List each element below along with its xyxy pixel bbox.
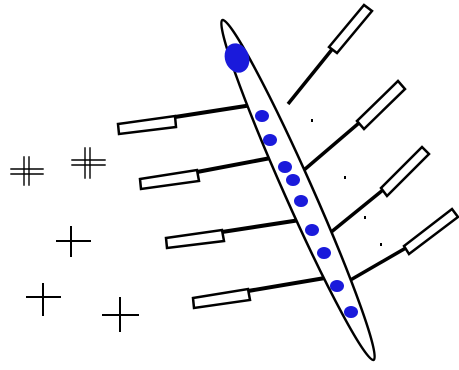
left-oar-3: [164, 218, 301, 250]
tick-mark-4: [380, 243, 382, 246]
tick-marks: [311, 119, 382, 246]
right-oar-1: [286, 3, 374, 106]
left-oar-2: [138, 155, 277, 191]
crew-dots: [224, 43, 358, 318]
boat-body: [220, 18, 376, 362]
left-oar-1: [116, 103, 253, 136]
plus-mark-1: [10, 156, 44, 186]
tick-mark-1: [311, 119, 313, 122]
crew-dot-8: [330, 280, 344, 292]
tick-mark-2: [344, 176, 346, 179]
plus-mark-3: [56, 226, 91, 257]
right-oar-2: [302, 79, 407, 172]
left-oars: [116, 103, 326, 310]
crew-dot-4: [286, 174, 300, 186]
crew-dot-2: [263, 134, 277, 146]
tick-mark-3: [364, 216, 366, 219]
crew-dot-3: [278, 161, 292, 173]
right-oar-4: [346, 207, 459, 284]
crew-dot-5: [294, 195, 308, 207]
plus-mark-2: [71, 147, 106, 179]
crew-dot-7: [317, 247, 331, 259]
right-oar-3: [328, 145, 431, 235]
plus-mark-5: [102, 297, 139, 332]
left-oar-4: [191, 276, 326, 310]
crew-dot-1: [255, 110, 269, 122]
plus-marks: [10, 147, 139, 332]
crew-dot-6: [305, 224, 319, 236]
crew-dot-9: [344, 306, 358, 318]
large-dot: [224, 43, 250, 73]
right-oars: [286, 3, 459, 284]
plus-mark-4: [26, 283, 61, 316]
